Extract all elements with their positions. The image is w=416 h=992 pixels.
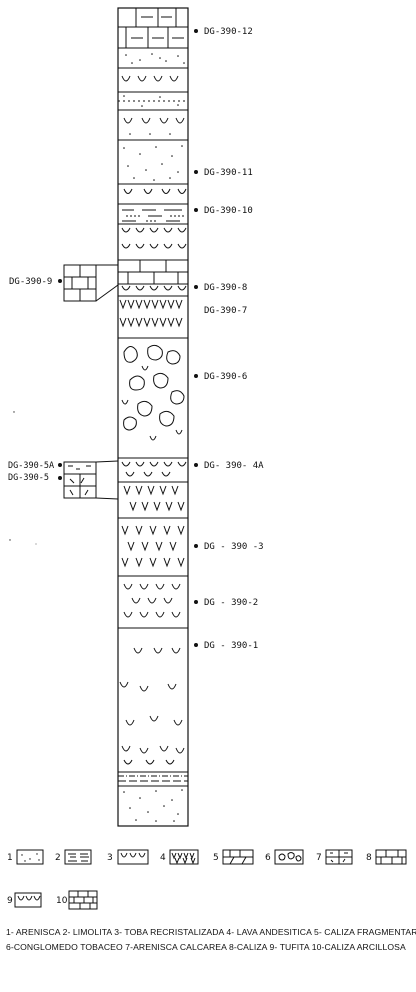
layer-lava-andesitica-1 (118, 296, 188, 338)
legend-item-9: 9 (7, 893, 41, 907)
sample-label-10: DG-390-10 (204, 206, 253, 216)
sample-label-8: DG-390-8 (204, 283, 247, 293)
legend-item-8: 8 (366, 850, 406, 864)
svg-text:8: 8 (366, 853, 372, 863)
svg-text:4: 4 (160, 853, 166, 863)
layer-toba-5 (118, 576, 188, 628)
svg-text:9: 9 (7, 896, 13, 906)
legend-item-10: 10 (56, 891, 97, 909)
layer-arenisca-2 (118, 92, 188, 110)
sample-label-5: DG-390-5 (8, 473, 49, 483)
legend-item-4: 4 (160, 850, 198, 864)
sample-dot-5 (58, 476, 62, 480)
layer-limolita-1 (118, 204, 188, 224)
layer-arenisca-3 (118, 140, 188, 184)
sample-dot-4a (194, 463, 198, 467)
sample-dot-12 (194, 29, 198, 33)
legend-item-6: 6 (265, 850, 303, 864)
layer-toba-6 (118, 628, 188, 772)
sample-label-6: DG-390-6 (204, 372, 247, 382)
inset-arenisca-calcarea (64, 461, 118, 499)
sample-label-5a: DG-390-5A (8, 461, 54, 471)
legend-item-7: 7 (316, 850, 352, 864)
svg-text:1: 1 (7, 853, 13, 863)
svg-text:3: 3 (107, 853, 113, 863)
sample-dot-1 (194, 643, 198, 647)
svg-text:10: 10 (56, 896, 68, 906)
sample-label-7: DG-390-7 (204, 306, 247, 316)
sample-dot-10 (194, 208, 198, 212)
layer-toba-2 (118, 110, 188, 140)
legend-line-2: 6-CONGLOMEDO TOBACEO 7-ARENISCA CALCAREA… (6, 942, 406, 952)
legend-item-1: 1 (7, 850, 43, 864)
layer-caliza-arcillosa-top (118, 8, 188, 48)
sample-dot-9 (58, 279, 62, 283)
sample-label-2: DG - 390-2 (204, 598, 258, 608)
sample-dot-3 (194, 544, 198, 548)
layer-tufita-2 (118, 458, 188, 482)
layer-toba-1 (118, 68, 188, 92)
layer-arenisca-4 (118, 786, 188, 826)
sample-label-3: DG - 390 -3 (204, 542, 264, 552)
sample-label-12: DG-390-12 (204, 27, 253, 37)
svg-text:6: 6 (265, 853, 271, 863)
layer-arenisca-1 (118, 48, 188, 68)
svg-text:7: 7 (316, 853, 322, 863)
sample-dot-6 (194, 374, 198, 378)
svg-text:5: 5 (213, 853, 219, 863)
legend-item-5: 5 (213, 850, 253, 864)
legend-line-1: 1- ARENISCA 2- LIMOLITA 3- TOBA RECRISTA… (6, 927, 416, 937)
svg-text:2: 2 (55, 853, 61, 863)
sample-label-11: DG-390-11 (204, 168, 253, 178)
sample-dot-5a (58, 463, 62, 467)
layer-toba-4 (118, 224, 188, 260)
layer-limolita-2 (118, 772, 188, 786)
sample-label-1: DG - 390-1 (204, 641, 258, 651)
legend-item-2: 2 (55, 850, 91, 864)
layer-tufita-1 (118, 284, 188, 296)
sample-label-9: DG-390-9 (9, 277, 52, 287)
sample-dot-11 (194, 170, 198, 174)
legend-item-3: 3 (107, 850, 148, 864)
layer-lava-andesitica-2 (118, 482, 188, 518)
sample-label-4a: DG- 390- 4A (204, 461, 264, 471)
layer-conglomerado-tobaceo (118, 338, 188, 458)
inset-caliza (64, 265, 118, 301)
layer-toba-3 (118, 184, 188, 204)
layer-lava-andesitica-3 (118, 518, 188, 576)
layer-caliza-1 (118, 260, 188, 284)
sample-dot-2 (194, 600, 198, 604)
stratigraphic-column (118, 8, 188, 826)
sample-dot-8 (194, 285, 198, 289)
legend: 1 2 3 4 5 6 7 (6, 850, 416, 952)
